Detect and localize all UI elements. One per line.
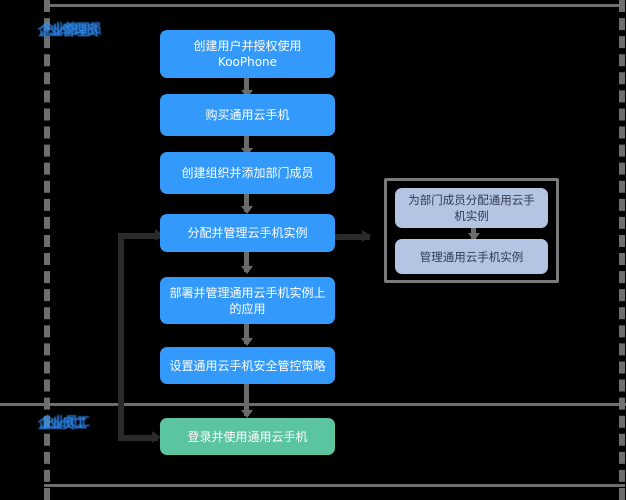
arrow-n4-group — [362, 230, 371, 242]
node-security-policy[interactable]: 设置通用云手机安全管控策略 — [160, 347, 335, 384]
subnode-assign-instances-to-members[interactable]: 为部门成员分配通用云手机实例 — [395, 188, 548, 228]
loop-vertical-line — [118, 233, 124, 441]
connector-n1-n2 — [244, 78, 249, 94]
frame-border-left — [44, 0, 50, 500]
loop-arrow-into-n7 — [152, 431, 161, 443]
loop-top-horizontal — [118, 233, 162, 239]
subnode-label: 为部门成员分配通用云手机实例 — [408, 193, 535, 223]
node-label: 分配并管理云手机实例 — [187, 226, 308, 240]
arrow-n4-n5 — [240, 266, 253, 274]
swimlane-label-admin-ghost: 企业管理员 — [41, 22, 102, 37]
node-deploy-manage-apps[interactable]: 部署并管理通用云手机实例上的应用 — [160, 277, 335, 324]
group-panel-instance-management: 为部门成员分配通用云手机实例 管理通用云手机实例 — [384, 178, 559, 283]
swimlane-divider — [0, 403, 626, 406]
node-label: 创建用户并授权使用 KooPhone — [193, 39, 302, 69]
connector-n3-n4 — [244, 194, 249, 212]
node-purchase-cloud-phone[interactable]: 购买通用云手机 — [160, 94, 335, 136]
node-login-use-cloud-phone[interactable]: 登录并使用通用云手机 — [160, 418, 335, 455]
connector-n5-n6 — [244, 324, 249, 344]
swimlane-label-admin: 企业管理员 企业管理员 — [38, 20, 102, 39]
connector-n4-group — [334, 234, 370, 240]
node-label: 登录并使用通用云手机 — [187, 429, 308, 444]
connector-n6-n7 — [244, 384, 249, 416]
frame-border-right — [619, 0, 625, 500]
loop-bottom-horizontal — [118, 435, 158, 441]
node-label: 创建组织并添加部门成员 — [181, 166, 314, 180]
arrow-s1-s2 — [467, 233, 480, 241]
swimlane-label-employee-ghost: 企业员工 — [41, 415, 90, 430]
node-label: 购买通用云手机 — [205, 108, 290, 122]
arrow-n6-n7 — [240, 410, 253, 418]
frame-border-bottom — [44, 484, 625, 487]
connector-n4-n5 — [244, 252, 249, 272]
subnode-manage-instances[interactable]: 管理通用云手机实例 — [395, 239, 548, 274]
arrow-n3-n4 — [240, 206, 253, 214]
loop-arrow-into-n4 — [155, 229, 164, 241]
node-assign-manage-instances[interactable]: 分配并管理云手机实例 — [160, 214, 335, 252]
arrow-n5-n6 — [240, 338, 253, 346]
node-label: 部署并管理通用云手机实例上的应用 — [169, 285, 326, 316]
swimlane-label-employee-text: 企业员工 — [38, 417, 87, 432]
swimlane-label-admin-text: 企业管理员 — [38, 24, 99, 39]
connector-n2-n3 — [244, 136, 249, 152]
node-create-user-authorize[interactable]: 创建用户并授权使用 KooPhone — [160, 30, 335, 78]
node-label: 设置通用云手机安全管控策略 — [169, 358, 326, 373]
subnode-label: 管理通用云手机实例 — [419, 249, 524, 264]
frame-border-top — [44, 4, 625, 7]
swimlane-label-employee: 企业员工 企业员工 — [38, 413, 90, 432]
node-create-org-add-members[interactable]: 创建组织并添加部门成员 — [160, 152, 335, 194]
